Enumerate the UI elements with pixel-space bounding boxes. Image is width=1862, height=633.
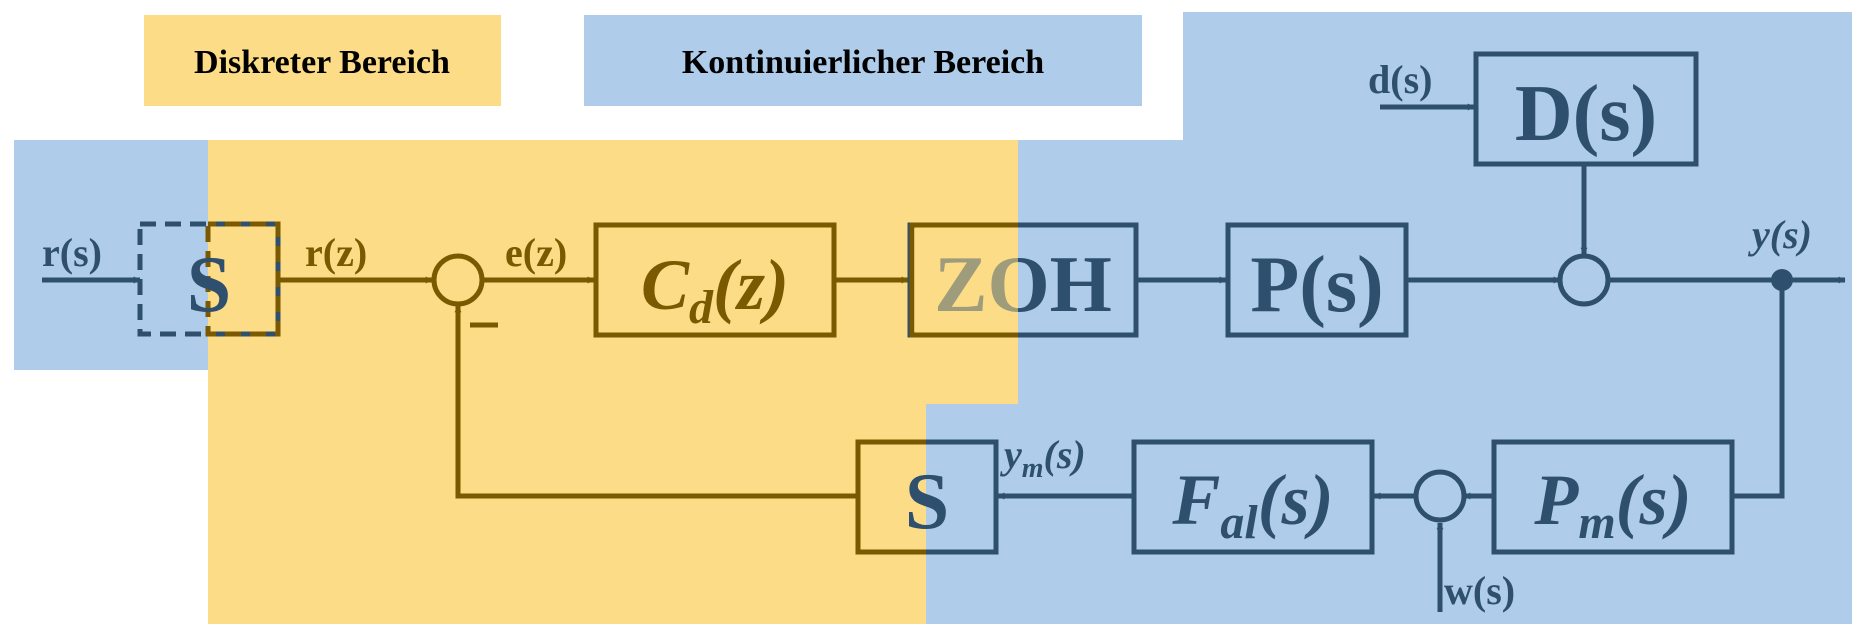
controller-label-base: C: [641, 245, 690, 325]
wire-output-to-sensor: [1732, 280, 1785, 499]
legend-continuous: Kontinuierlicher Bereich: [584, 15, 1142, 106]
signal-y-s-arg: (s): [1770, 212, 1812, 257]
sensor-block: Pm(s): [1491, 439, 1735, 555]
discrete-wires: [278, 276, 909, 499]
controller-label-arg: (z): [713, 245, 789, 325]
zoh-block: ZOH: [907, 222, 1139, 338]
filter-label-base: F: [1171, 460, 1220, 540]
sampler-input-label: S: [187, 241, 232, 329]
disturbance-block: D(s): [1473, 51, 1699, 167]
signal-y-m-s: ym(s): [1000, 432, 1086, 484]
disturbance-summing-junction: [1557, 253, 1611, 307]
sampler-feedback-label: S: [905, 458, 950, 546]
signal-y-m-s-base: y: [1000, 432, 1022, 477]
signal-r-z: r(z): [305, 230, 367, 275]
sensor-label-sub: m: [1578, 496, 1615, 549]
filter-block: Fal(s): [1131, 439, 1375, 555]
disturbance-label: D(s): [1515, 70, 1657, 158]
filter-label-arg: (s): [1258, 460, 1334, 540]
sampler-input-block: S: [137, 221, 281, 337]
plant-block: P(s): [1225, 222, 1409, 338]
controller-label-sub: d: [689, 281, 714, 334]
legend-discrete: Diskreter Bereich: [144, 15, 501, 106]
output-junction-dot: [1771, 269, 1793, 291]
discrete-region: [208, 140, 1018, 624]
signal-y-s: y(s): [1748, 212, 1812, 257]
signal-y-m-s-sub: m: [1022, 453, 1044, 484]
filter-label-sub: al: [1220, 496, 1258, 549]
signal-w-s: w(s): [1444, 568, 1515, 613]
sensor-label-base: P: [1533, 460, 1579, 540]
signal-d-s: d(s): [1368, 57, 1432, 102]
controller-label: Cd(z): [641, 245, 789, 334]
legend-continuous-label: Kontinuierlicher Bereich: [682, 44, 1044, 81]
sensor-label: Pm(s): [1533, 460, 1691, 549]
signal-y-m-s-arg: (s): [1044, 432, 1086, 477]
filter-label: Fal(s): [1171, 460, 1333, 549]
legend-discrete-label: Diskreter Bereich: [194, 44, 450, 81]
wire-feedback: [454, 305, 858, 499]
controller-block: Cd(z): [593, 222, 837, 338]
noise-summing-junction: [1413, 469, 1467, 523]
error-summing-junction: [431, 253, 485, 307]
signal-r-s: r(s): [42, 230, 102, 275]
sampler-feedback-block: S: [855, 439, 999, 555]
plant-label: P(s): [1250, 241, 1383, 329]
continuous-wires: [42, 103, 1846, 612]
signal-e-z: e(z): [505, 230, 567, 275]
sensor-label-arg: (s): [1616, 460, 1692, 540]
signal-y-s-base: y: [1748, 212, 1770, 257]
